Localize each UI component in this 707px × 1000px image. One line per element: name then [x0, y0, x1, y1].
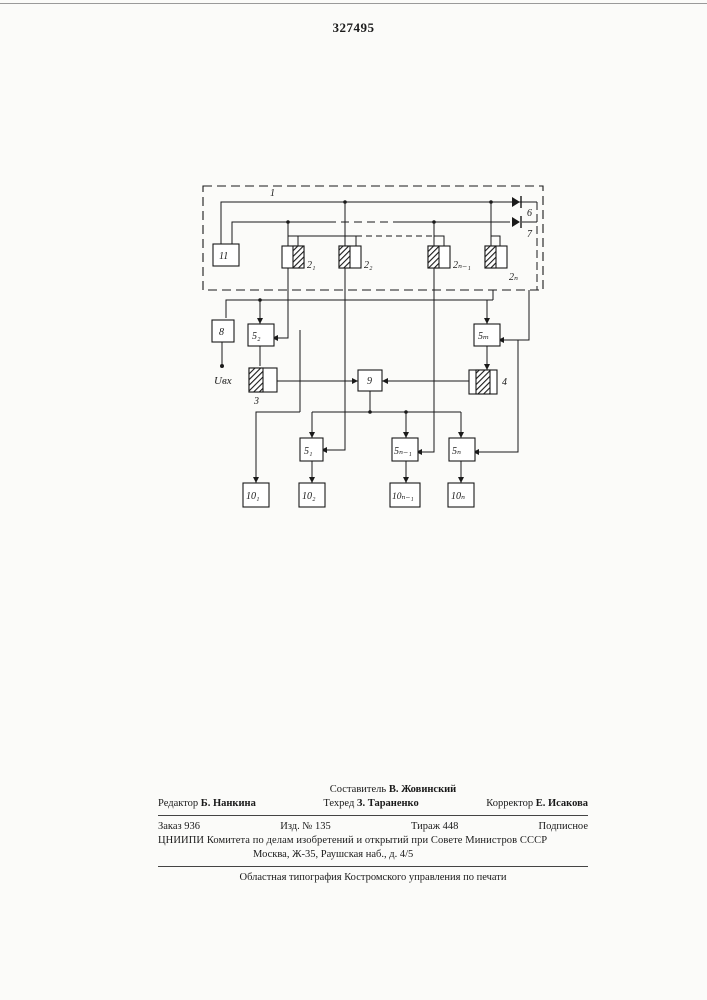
label-block-9: 9 [367, 376, 372, 387]
label-block-5-n-1: 5ₙ₋₁ [394, 446, 412, 457]
diode-6-icon [510, 196, 522, 208]
label-sensor-2-2: 2₂ [364, 260, 373, 271]
compiler-line: Составитель В. Жовинский [158, 783, 588, 797]
label-block-8: 8 [219, 327, 224, 338]
sensor-2-n-1 [428, 246, 450, 268]
label-block-4: 4 [502, 377, 507, 388]
label-sensor-2-n: 2ₙ [509, 272, 518, 283]
separator-bottom [158, 866, 588, 867]
sensor-2-1 [282, 246, 304, 268]
compiler-label: Составитель [330, 784, 386, 795]
order-number: Заказ 936 [158, 820, 200, 834]
label-block-5-n: 5ₙ [452, 446, 461, 457]
staff-line: Редактор Б. Нанкина Техред З. Тараненко … [158, 797, 588, 811]
label-input-voltage: Uвх [214, 375, 232, 387]
edition-number: Изд. № 135 [280, 820, 331, 834]
corrector-name: Е. Исакова [536, 798, 588, 809]
block-4 [469, 370, 497, 394]
circuit-diagram: 1 6 7 11 [0, 0, 707, 560]
organization: ЦНИИПИ Комитета по делам изобретений и о… [158, 834, 588, 848]
label-diode-6: 6 [527, 208, 532, 219]
label-block-1: 1 [270, 188, 275, 199]
corrector: Корректор Е. Исакова [486, 797, 588, 811]
printer: Областная типография Костромского управл… [158, 871, 588, 885]
separator-top [158, 815, 588, 816]
corrector-label: Корректор [486, 798, 533, 809]
diode-7-icon [512, 216, 521, 228]
label-diode-7: 7 [527, 229, 533, 240]
order-line: Заказ 936 Изд. № 135 Тираж 448 Подписное [158, 820, 588, 834]
label-block-5-m: 5ₘ [478, 331, 489, 342]
label-block-5-2: 5₂ [252, 331, 261, 342]
techeditor: Техред З. Тараненко [323, 797, 418, 811]
label-block-3: 3 [253, 396, 259, 407]
label-block-10-1: 10₁ [246, 491, 259, 502]
editor-name: Б. Нанкина [201, 798, 256, 809]
label-sensor-2-n-1: 2ₙ₋₁ [453, 260, 471, 271]
label-sensor-2-1: 2₁ [307, 260, 315, 271]
compiler-name: В. Жовинский [389, 784, 456, 795]
block-3 [249, 368, 277, 392]
techeditor-name: З. Тараненко [357, 798, 419, 809]
sensor-2-n [485, 246, 507, 268]
editor: Редактор Б. Нанкина [158, 797, 256, 811]
label-block-10-2: 10₂ [302, 491, 316, 502]
label-block-5-1: 5₁ [304, 446, 312, 457]
address: Москва, Ж-35, Раушская наб., д. 4/5 [158, 848, 588, 862]
subscription: Подписное [539, 820, 588, 834]
editor-label: Редактор [158, 798, 198, 809]
techeditor-label: Техред [323, 798, 354, 809]
print-run: Тираж 448 [411, 820, 458, 834]
label-block-10-n: 10ₙ [451, 491, 465, 502]
label-block-11: 11 [219, 251, 228, 262]
label-block-10-n-1: 10ₙ₋₁ [392, 492, 414, 502]
sensor-2-2 [339, 246, 361, 268]
colophon: Составитель В. Жовинский Редактор Б. Нан… [158, 783, 588, 885]
